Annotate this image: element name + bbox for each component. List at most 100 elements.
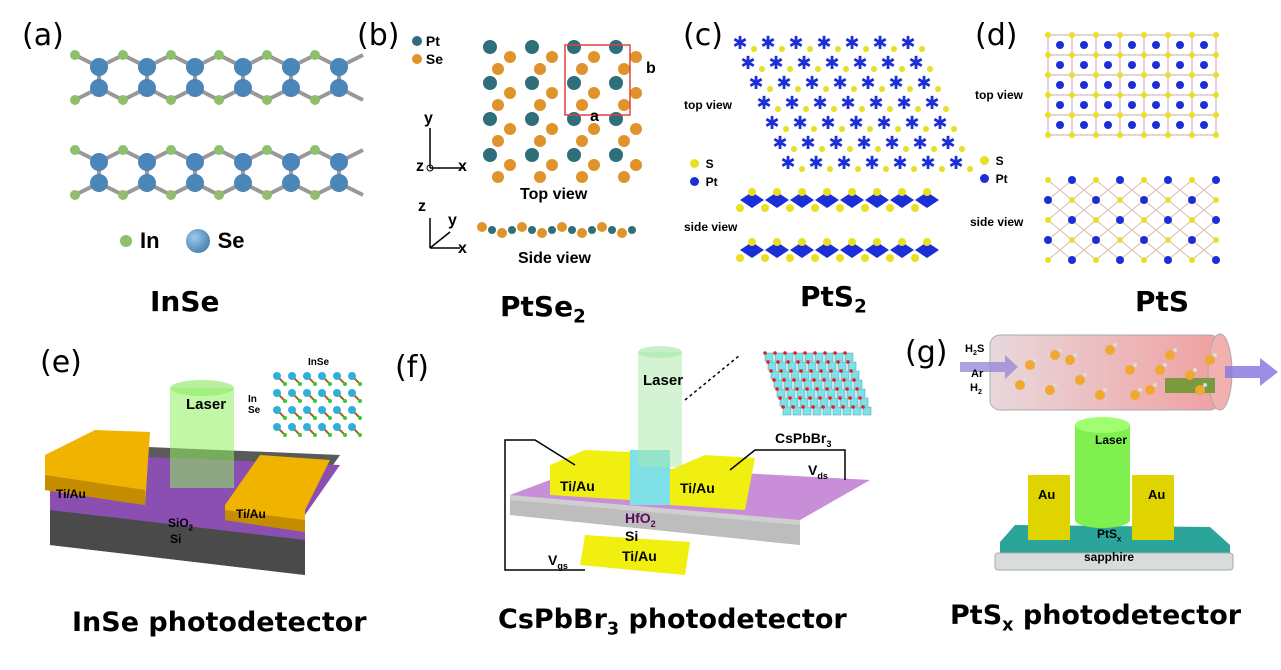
- se-atom: [588, 159, 600, 171]
- s-atom: [761, 204, 769, 212]
- s-atom: [919, 46, 925, 52]
- octahedron: [852, 406, 862, 416]
- s-atom: [1141, 217, 1147, 223]
- s-atom: [923, 188, 931, 196]
- panel-d-legend: S Pt: [980, 152, 1008, 188]
- se-atom: [630, 123, 642, 135]
- in-atom: [262, 190, 272, 200]
- pt-atom: [1212, 256, 1220, 264]
- contact-left-label: Au: [1038, 487, 1056, 502]
- s-atom: [1189, 217, 1195, 223]
- s-atom: [1117, 72, 1123, 78]
- pt-atom: [1068, 176, 1076, 184]
- s-atom: [911, 166, 917, 172]
- axis-y-side: y: [448, 212, 457, 229]
- br-atom: [816, 360, 820, 364]
- se-atom: [318, 423, 326, 431]
- pt-atom: ✱: [880, 53, 895, 73]
- br-atom: [772, 378, 776, 382]
- pt-atom: [525, 148, 539, 162]
- inse-photodetector-device: [45, 380, 340, 575]
- panel-b-legend: Pt Se: [412, 32, 443, 68]
- unit-cell: [564, 44, 631, 116]
- pt-atom: ✱: [772, 133, 787, 153]
- s-atom: [911, 204, 919, 212]
- laser-label: Laser: [643, 372, 684, 389]
- axes-icon-top: [426, 128, 465, 172]
- h-atom: [1033, 358, 1037, 362]
- s-atom: [1117, 112, 1123, 118]
- bond: [1071, 199, 1097, 221]
- s-atom: [1141, 257, 1147, 263]
- pt-atom: [508, 226, 516, 234]
- cspbbr3-inset-structure: [763, 351, 872, 416]
- in-atom: [70, 50, 80, 60]
- bond: [1167, 179, 1193, 201]
- pt-atom: ✱: [864, 153, 879, 173]
- s-atom: [1165, 197, 1171, 203]
- se-atom: [273, 389, 281, 397]
- br-atom: [788, 396, 792, 400]
- br-atom: [785, 387, 789, 391]
- pt-atom: ✱: [764, 113, 779, 133]
- pt-atom: [588, 226, 596, 234]
- s-atom: [1093, 92, 1099, 98]
- pt-atom: [1152, 41, 1160, 49]
- s-atom: [847, 146, 853, 152]
- br-atom: [828, 396, 832, 400]
- br-atom: [861, 405, 865, 409]
- pt-atom: ✱: [940, 133, 955, 153]
- gas-h2s-label: H2S: [965, 343, 985, 358]
- s-atom: [1069, 52, 1075, 58]
- s-atom: [843, 66, 849, 72]
- s-atom: [1165, 52, 1171, 58]
- in-atom: [310, 145, 320, 155]
- s-atom: [1045, 177, 1051, 183]
- s-atom: [1045, 92, 1051, 98]
- s-atom: [898, 188, 906, 196]
- pt-atom: ✱: [900, 33, 915, 53]
- s-atom: [1069, 32, 1075, 38]
- pt-atom: ✱: [796, 53, 811, 73]
- se-atom: [273, 372, 281, 380]
- br-atom: [826, 360, 830, 364]
- octahedron: [832, 406, 842, 416]
- se-atom: [546, 159, 558, 171]
- se-atom: [234, 174, 252, 192]
- h-atom: [1023, 378, 1027, 382]
- se-atom: [534, 63, 546, 75]
- s-atom: [827, 166, 833, 172]
- film-label: PtSx: [1097, 527, 1122, 544]
- br-atom: [801, 405, 805, 409]
- pt-atom: ✱: [788, 33, 803, 53]
- se-atom: [138, 58, 156, 76]
- bond: [1095, 179, 1121, 201]
- substrate-label: sapphire: [1084, 550, 1135, 564]
- axis-z: z: [416, 158, 424, 175]
- se-atom: [90, 58, 108, 76]
- se-atom: [348, 372, 356, 380]
- pt-atom: ✱: [868, 93, 883, 113]
- in-atom: [70, 95, 80, 105]
- br-atom: [823, 351, 827, 355]
- in-atom: [358, 382, 362, 386]
- br-atom: [792, 378, 796, 382]
- s-atom: [911, 254, 919, 262]
- gate-label: Ti/Au: [622, 548, 657, 564]
- pt-atom: [1104, 61, 1112, 69]
- s-atom: [1141, 72, 1147, 78]
- s-atom: [1117, 32, 1123, 38]
- pt-atom: [1176, 61, 1184, 69]
- pt-layer: [915, 242, 939, 258]
- se-atom: [534, 135, 546, 147]
- br-atom: [799, 369, 803, 373]
- legend-se: Se: [248, 405, 261, 416]
- pt-atom: [1128, 41, 1136, 49]
- pt-atom: [1044, 196, 1052, 204]
- s-atom: [836, 254, 844, 262]
- s-atom: [1093, 217, 1099, 223]
- pt-atom: ✱: [904, 113, 919, 133]
- pt-atom: [568, 226, 576, 234]
- s-atom: [861, 254, 869, 262]
- br-atom: [825, 387, 829, 391]
